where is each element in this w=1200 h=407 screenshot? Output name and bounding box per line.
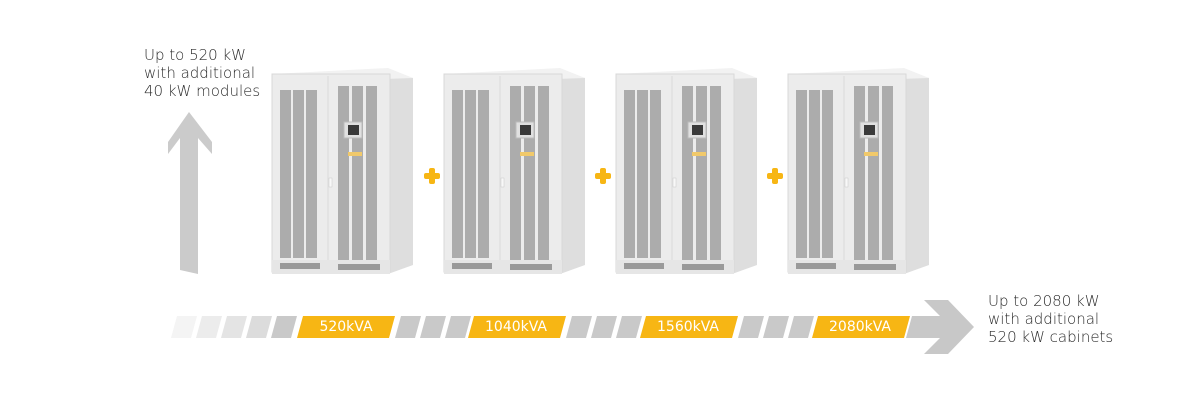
capacity-step-bar [812, 316, 910, 338]
cabinet-3 [615, 68, 757, 274]
track-segment [395, 316, 421, 338]
track-segment [171, 316, 197, 338]
cabinet-1 [271, 68, 413, 274]
caption-line: Up to 2080 kW [988, 292, 1100, 310]
caption-line: 520 kW cabinets [988, 328, 1114, 346]
track-segment [763, 316, 789, 338]
horizontal-scaling-caption: Up to 2080 kW with additional 520 kW cab… [988, 292, 1113, 346]
capacity-step-label: 1040kVA [485, 319, 547, 335]
vertical-scaling-caption: Up to 520 kW with additional 40 kW modul… [144, 46, 260, 100]
track-segment [196, 316, 222, 338]
track-segment [271, 316, 297, 338]
track-segment [420, 316, 446, 338]
up-arrow-icon [168, 112, 212, 274]
caption-line: Up to 520 kW [144, 46, 247, 64]
cabinet-2 [443, 68, 585, 274]
track-segment [788, 316, 814, 338]
caption-line: 40 kW modules [144, 82, 261, 100]
caption-line: with additional [144, 64, 256, 82]
track-segment [616, 316, 642, 338]
track-segment [246, 316, 272, 338]
track-segment [738, 316, 764, 338]
plus-icon [767, 168, 783, 184]
capacity-step-bar [640, 316, 738, 338]
capacity-step-label: 520kVA [319, 319, 373, 335]
track-segment [221, 316, 247, 338]
track-segment [591, 316, 617, 338]
track-segment [445, 316, 471, 338]
capacity-step-bar [468, 316, 566, 338]
track-segment [566, 316, 592, 338]
capacity-step-bar [297, 316, 395, 338]
caption-line: with additional [988, 310, 1100, 328]
cabinet-4 [787, 68, 929, 274]
plus-icon [424, 168, 440, 184]
plus-icon [595, 168, 611, 184]
capacity-step-label: 1560kVA [657, 319, 719, 335]
capacity-step-label: 2080kVA [829, 319, 891, 335]
right-arrow-icon [906, 300, 974, 354]
